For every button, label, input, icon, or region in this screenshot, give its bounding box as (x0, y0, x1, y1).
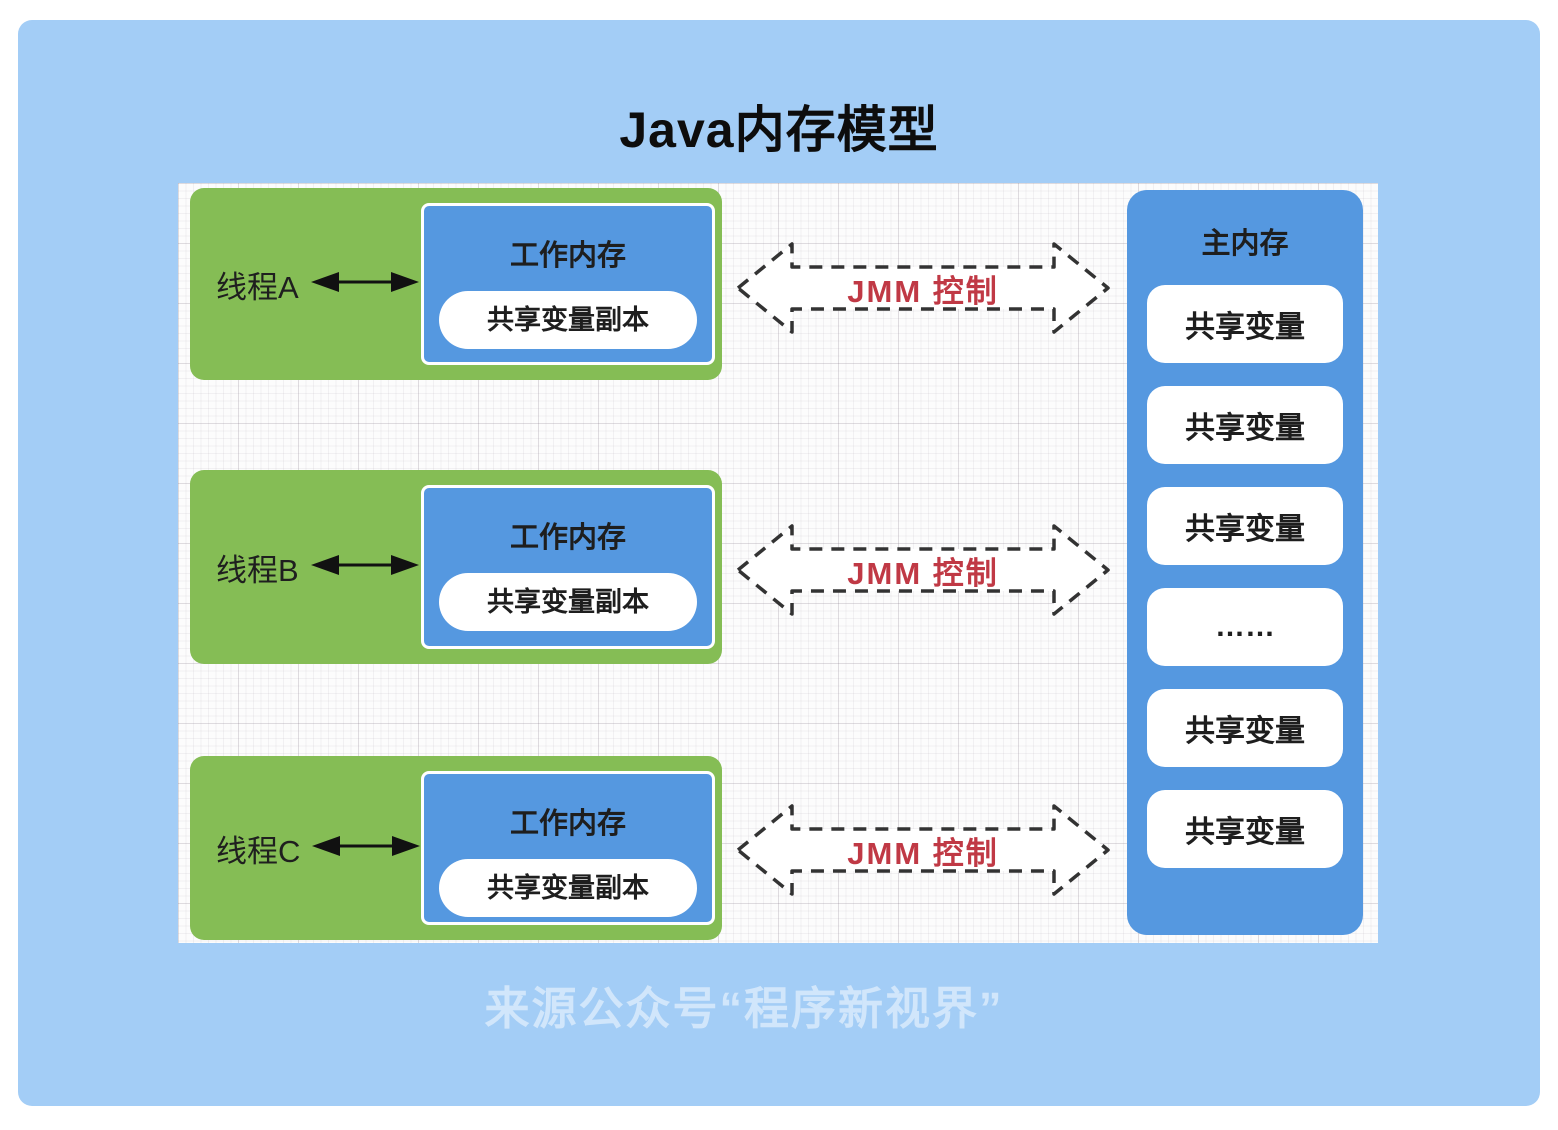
shared-variable-pill: 共享变量 (1147, 285, 1343, 363)
jmm-control-label: JMM 控制 (847, 273, 999, 309)
work-memory-box: 工作内存 共享变量副本 (421, 203, 715, 365)
ellipsis-pill: …… (1147, 588, 1343, 666)
jmm-control-arrow: JMM 控制 (734, 802, 1112, 898)
thread-label: 线程B (216, 552, 299, 588)
bidirectional-arrow-icon (309, 552, 421, 583)
work-memory-box: 工作内存 共享变量副本 (421, 771, 715, 925)
thread-label: 线程A (216, 269, 299, 305)
bidirectional-arrow-icon (310, 833, 422, 864)
shared-variable-copy-pill: 共享变量副本 (439, 291, 697, 349)
jmm-dashed-arrow-icon (736, 524, 1110, 616)
work-memory-title: 工作内存 (509, 522, 626, 554)
shared-variable-copy-pill: 共享变量副本 (439, 859, 697, 917)
jmm-control-label: JMM 控制 (847, 835, 999, 871)
jmm-control-label: JMM 控制 (847, 555, 999, 591)
jmm-control-arrow: JMM 控制 (734, 240, 1112, 336)
jmm-diagram-card: Java内存模型 线程A 工作内存 共享变量副本 线程B (18, 20, 1540, 1106)
page-title: Java内存模型 (619, 102, 939, 158)
jmm-dashed-arrow-icon (736, 804, 1110, 896)
main-memory-box: 主内存 共享变量 共享变量 共享变量 …… 共享变量 共享变量 (1127, 190, 1363, 935)
shared-variable-pill: 共享变量 (1147, 487, 1343, 565)
jmm-dashed-arrow-icon (736, 242, 1110, 334)
work-memory-title: 工作内存 (509, 808, 626, 840)
watermark-text: 来源公众号“程序新视界” (484, 983, 1004, 1034)
bidirectional-arrow-icon (309, 269, 421, 300)
shared-variable-pill: 共享变量 (1147, 386, 1343, 464)
thread-row: 线程B 工作内存 共享变量副本 (190, 470, 722, 664)
main-memory-title: 主内存 (1201, 228, 1289, 260)
thread-label: 线程C (216, 833, 301, 869)
jmm-control-arrow: JMM 控制 (734, 522, 1112, 618)
shared-variable-pill: 共享变量 (1147, 790, 1343, 868)
thread-row: 线程C 工作内存 共享变量副本 (190, 756, 722, 940)
thread-row: 线程A 工作内存 共享变量副本 (190, 188, 722, 380)
diagram-canvas: 线程A 工作内存 共享变量副本 线程B (178, 183, 1378, 943)
work-memory-box: 工作内存 共享变量副本 (421, 485, 715, 649)
work-memory-title: 工作内存 (509, 240, 626, 272)
shared-variable-copy-pill: 共享变量副本 (439, 573, 697, 631)
shared-variable-pill: 共享变量 (1147, 689, 1343, 767)
